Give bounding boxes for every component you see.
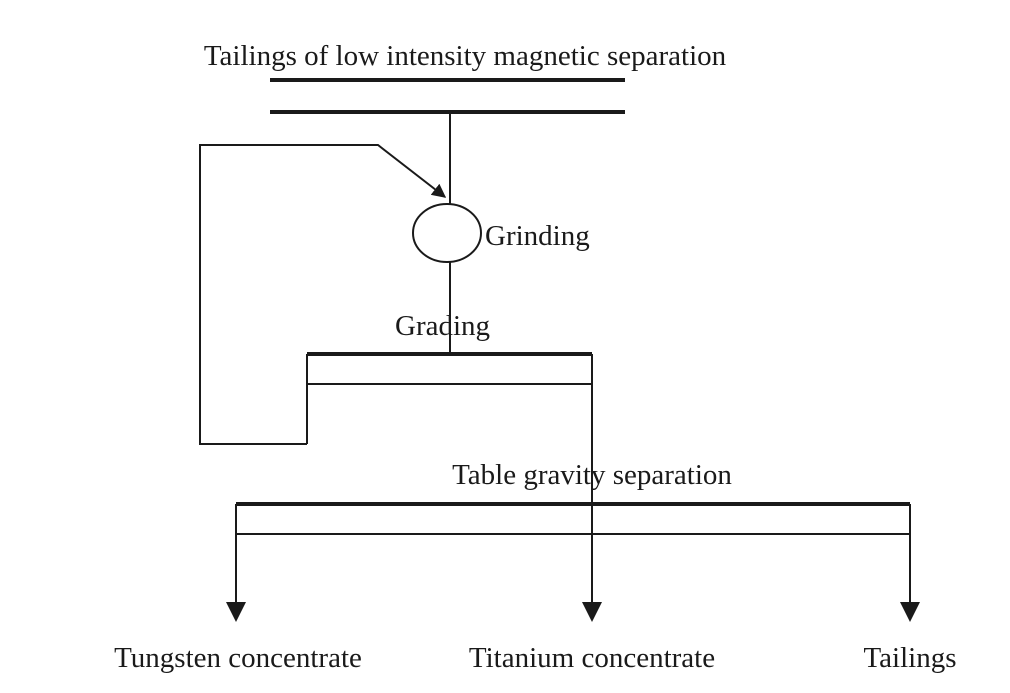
titanium-concentrate-label: Titanium concentrate (469, 642, 715, 674)
grading-label: Grading (395, 310, 490, 342)
tungsten-arrowhead (226, 602, 246, 622)
grinding-mill-symbol (412, 203, 482, 263)
grinding-label: Grinding (485, 220, 590, 252)
titanium-arrowhead (582, 602, 602, 622)
tungsten-concentrate-label: Tungsten concentrate (114, 642, 362, 674)
tailings-arrowhead (900, 602, 920, 622)
recycle-loop-line (199, 144, 447, 445)
feed-label: Tailings of low intensity magnetic separ… (204, 40, 727, 72)
tailings-label: Tailings (863, 642, 956, 674)
table-gravity-label: Table gravity separation (452, 459, 732, 491)
